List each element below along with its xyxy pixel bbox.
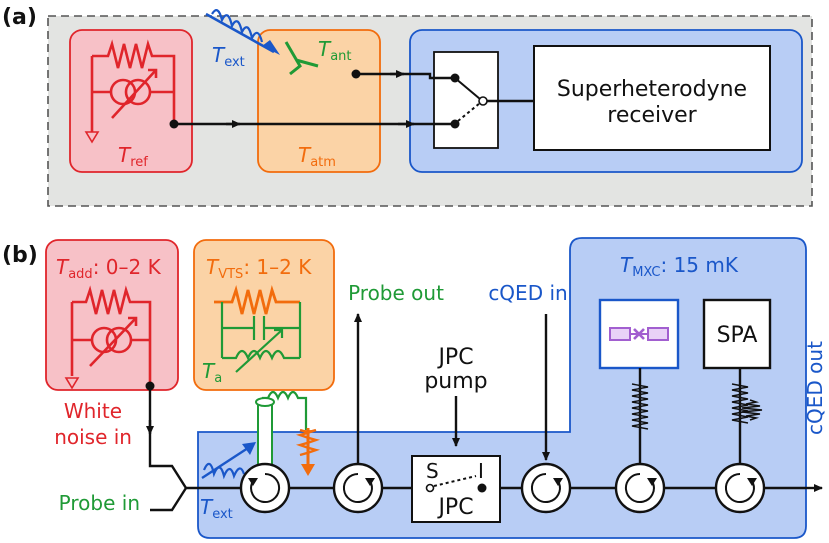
ref-source-icon — [84, 39, 176, 144]
spa-pump-wave-icon — [731, 383, 749, 424]
qubit-icon — [609, 327, 669, 341]
jpc-s-label: S — [426, 459, 439, 483]
receiver-label-line2: receiver — [607, 103, 697, 128]
jpc-switch-arm — [433, 475, 477, 487]
jpc-label: JPC — [436, 495, 473, 520]
spa-label: SPA — [717, 323, 758, 348]
atm-box — [257, 29, 381, 173]
resonator-icon — [220, 302, 302, 373]
receiver-label-line1: Superheterodyne — [557, 77, 747, 102]
coax-end-icon — [255, 397, 275, 407]
spa-signal-wave-icon — [741, 399, 763, 421]
external-radiation-icon — [205, 9, 280, 55]
t-ref-label: Tref — [118, 143, 148, 170]
t-add-label: Tadd: 0–2 K — [56, 255, 162, 282]
spa-box — [702, 298, 772, 370]
t-ext-label-b: Text — [200, 495, 233, 522]
vts-noise-wave-icon — [295, 428, 321, 476]
t-vts-label: TVTS: 1–2 K — [206, 255, 312, 282]
white-noise-label-line2: noise in — [54, 425, 132, 449]
jpc-i-label: I — [478, 459, 484, 483]
probe-out-label: Probe out — [348, 281, 444, 305]
t-a-label: Ta — [202, 359, 222, 386]
switch-arm — [454, 77, 481, 100]
antenna-icon — [284, 41, 319, 76]
cqed-out-label: cQED out — [803, 341, 827, 435]
circulator-4-icon — [614, 462, 666, 514]
jpc-pump-label-line2: pump — [424, 369, 487, 394]
t-atm-label: Tatm — [298, 143, 336, 170]
t-ext-label-a: Text — [212, 43, 245, 70]
coupling-coil-icon — [262, 390, 308, 430]
jpc-port-s — [425, 483, 435, 493]
panel-a-label: (a) — [2, 5, 37, 30]
white-noise-label-line1: White — [64, 399, 122, 423]
probe-in-line — [150, 487, 188, 512]
superheterodyne-receiver-box — [533, 45, 771, 151]
t-ant-label: Tant — [318, 37, 352, 64]
circulator-2-icon — [332, 462, 384, 514]
main-transmission-line — [148, 386, 806, 490]
probe-in-label: Probe in — [59, 491, 140, 515]
switch-arm-dashed — [457, 102, 481, 122]
add-noise-box — [45, 239, 179, 391]
circulator-5-icon — [714, 462, 766, 514]
circulator-3-icon — [520, 462, 572, 514]
jpc-port-i — [477, 483, 487, 493]
external-noise-wave-icon — [201, 442, 256, 480]
qubit-signal-wave-icon — [631, 383, 649, 430]
vts-resistor-icon — [214, 284, 300, 315]
add-noise-source-icon — [64, 285, 152, 390]
jpc-pump-label-line1: JPC — [436, 345, 473, 370]
panel-b-label: (b) — [2, 243, 38, 268]
circulator-1-icon — [239, 462, 291, 514]
t-mxc-label: TMXC: 15 mK — [620, 253, 739, 280]
cqed-in-label: cQED in — [488, 281, 567, 305]
